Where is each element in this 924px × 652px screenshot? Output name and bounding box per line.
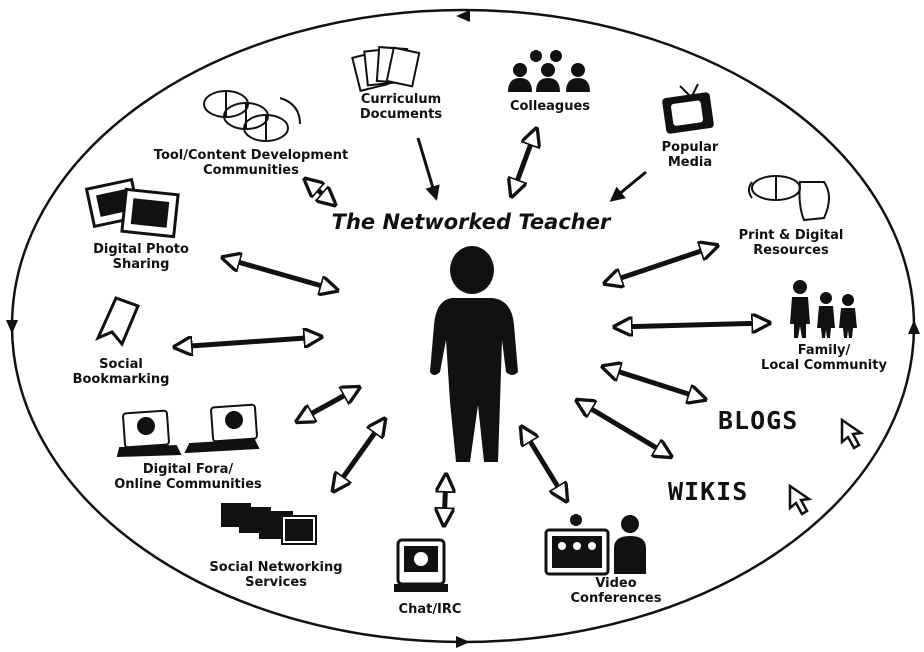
arrow-colleagues — [512, 130, 536, 195]
computers-icon — [221, 503, 317, 545]
arrow-bookmarking — [176, 337, 320, 347]
arrow-social-networking — [334, 420, 384, 490]
ring-arrow-right — [908, 320, 920, 334]
label-chat-irc: Chat/IRC — [398, 602, 462, 617]
arrow-video — [522, 428, 566, 500]
label-blogs: BLOGS — [718, 406, 799, 435]
label-colleagues: Colleagues — [509, 99, 591, 114]
arrow-family — [616, 323, 768, 327]
print-resources-icon — [748, 175, 830, 222]
label-family-local-community: Family/Local Community — [761, 343, 887, 373]
label-wikis: WIKIS — [668, 477, 749, 506]
video-conference-icon — [544, 514, 646, 576]
ring-arrow-top — [456, 10, 470, 22]
documents-icon — [351, 45, 421, 93]
bookmark-icon — [95, 296, 140, 347]
arrow-blogs — [604, 367, 704, 399]
ring-arrow-left — [6, 320, 18, 334]
ring-arrow-bottom — [456, 636, 470, 648]
arrow-tool-content — [306, 180, 334, 204]
colleagues-icon — [508, 50, 590, 92]
photo-frames-icon — [84, 177, 180, 239]
arrow-wikis — [578, 401, 670, 456]
arrow-popular-media — [609, 170, 647, 202]
laptops-icon — [116, 403, 260, 458]
arrow-curriculum — [416, 137, 440, 201]
connector-arrows — [176, 130, 768, 524]
arrow-fora — [298, 388, 358, 421]
tv-icon — [662, 83, 714, 134]
teacher-figure-icon — [430, 246, 518, 462]
family-icon — [790, 280, 857, 338]
cursor-icon — [788, 417, 865, 516]
magnifier-network-icon — [203, 90, 301, 142]
arrow-chat — [444, 476, 446, 524]
diagram-title: The Networked Teacher — [331, 210, 611, 234]
arrow-photo-sharing — [224, 258, 336, 290]
label-digital-fora: Digital Fora/Online Communities — [114, 462, 262, 492]
arrow-print-resources — [606, 246, 716, 283]
chat-screen-icon — [394, 538, 448, 592]
